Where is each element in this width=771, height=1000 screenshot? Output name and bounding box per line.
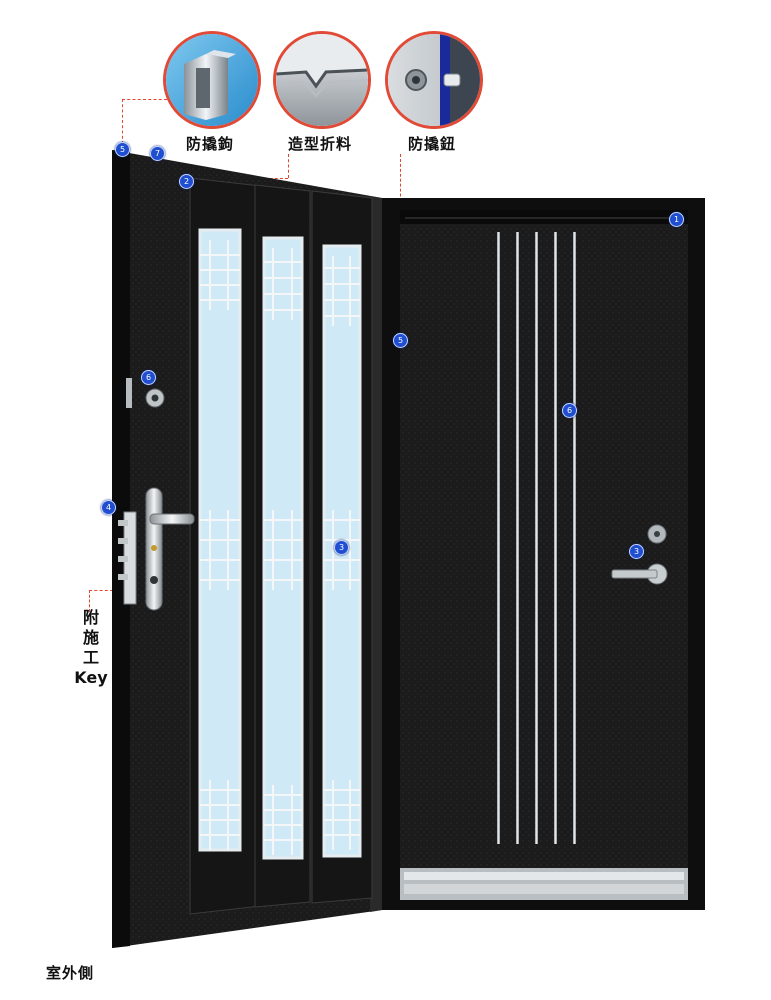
leader-line [288,154,289,178]
marker-2: 2 [179,174,194,189]
shaped-fold-label: 造型折料 [288,135,353,153]
key-note-line: 附 [82,608,99,627]
shaped-fold-photo [273,31,371,129]
key-note: 附 施 工 Key [68,608,114,688]
anti-pry-pin-label: 防撬鈕 [408,135,457,153]
marker-6-lock: 6 [141,370,156,385]
leader-line [89,590,129,591]
marker-5-frame: 5 [393,333,408,348]
caption-outdoor-side: 室外側 [46,964,95,982]
marker-5-edge: 5 [115,142,130,157]
key-note-line: 施 [82,628,99,647]
leader-line [122,99,167,100]
anti-pry-hook-photo [163,31,261,129]
marker-7: 7 [150,146,165,161]
marker-4: 4 [101,500,116,515]
key-note-line: Key [74,668,108,687]
marker-6-inner: 6 [562,403,577,418]
anti-pry-hook-label: 防撬鉤 [186,135,235,153]
marker-3-inner: 3 [629,544,644,559]
leader-line [89,590,90,612]
marker-1: 1 [669,212,684,227]
marker-3-outer: 3 [334,540,349,555]
leader-line [122,99,123,144]
key-note-line: 工 [82,648,99,667]
anti-pry-pin-photo [385,31,483,129]
